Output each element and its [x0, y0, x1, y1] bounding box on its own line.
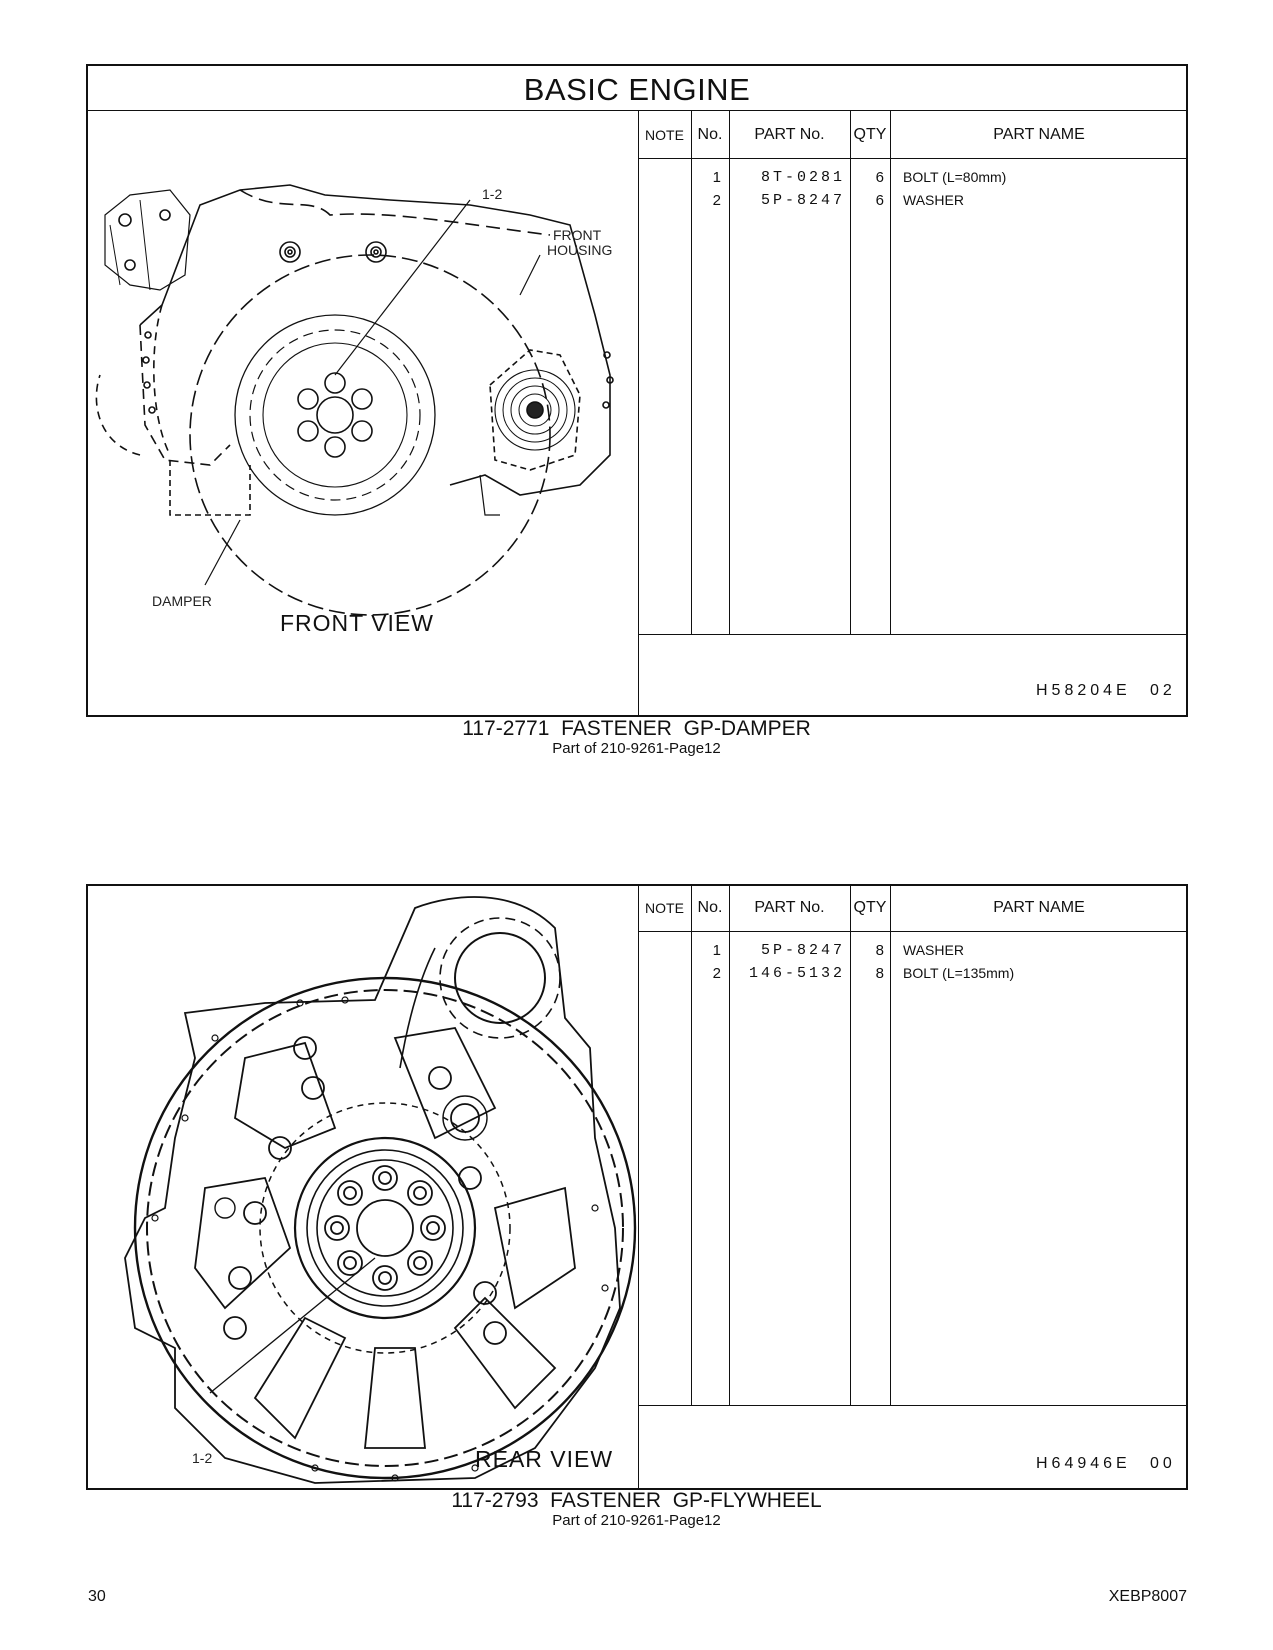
group-caption: 117-2793 FASTENER GP-FLYWHEEL	[451, 1489, 822, 1512]
table-bottom-divider	[638, 634, 1187, 635]
row-no: 1	[712, 942, 721, 959]
row-qty: 6	[875, 169, 884, 186]
view-label: FRONT VIEW	[280, 610, 434, 636]
view-label: REAR VIEW	[475, 1446, 614, 1472]
callout-front-housing-line2: HOUSING	[547, 242, 613, 258]
callout-item-ref: 1-2	[192, 1450, 213, 1466]
row-no: 2	[712, 192, 721, 209]
table-row: 2 146-5132 8 BOLT (L=135mm)	[638, 962, 1188, 985]
row-part-name: WASHER	[903, 942, 964, 958]
callout-damper: DAMPER	[152, 593, 212, 609]
row-no: 1	[712, 169, 721, 186]
header-qty: QTY	[853, 126, 887, 143]
group-caption: 117-2771 FASTENER GP-DAMPER	[462, 717, 811, 740]
page-title: BASIC ENGINE	[523, 72, 751, 107]
header-divider	[638, 931, 1187, 932]
callout-front-housing: FRONT	[553, 227, 602, 243]
parts-table-header: NOTE No. PART No. QTY PART NAME	[638, 112, 1188, 158]
table-left-border	[638, 111, 639, 716]
drawing-revision: 00	[1150, 1455, 1176, 1472]
header-note: NOTE	[645, 900, 684, 916]
header-note: NOTE	[645, 127, 684, 143]
col-divider-note	[691, 111, 692, 634]
drawing-code: H58204E	[1036, 682, 1131, 699]
row-part-no: 146-5132	[748, 965, 845, 982]
row-qty: 8	[875, 965, 884, 982]
row-qty: 6	[875, 192, 884, 209]
header-qty: QTY	[853, 899, 887, 916]
row-part-no: 5P-8247	[760, 192, 845, 209]
header-part-name: PART NAME	[993, 126, 1085, 143]
col-divider-partno	[850, 111, 851, 634]
col-divider-no	[729, 111, 730, 634]
rear-view-panel	[86, 884, 1188, 1490]
row-part-name: BOLT (L=80mm)	[903, 169, 1007, 185]
header-part-name: PART NAME	[993, 899, 1085, 916]
row-part-no: 8T-0281	[760, 169, 845, 186]
header-no: No.	[697, 899, 723, 916]
col-divider-qty	[890, 885, 891, 1405]
table-row: 1 8T-0281 6 BOLT (L=80mm)	[638, 166, 1188, 189]
header-part-no: PART No.	[754, 899, 825, 916]
table-bottom-divider	[638, 1405, 1187, 1406]
table-row: 2 5P-8247 6 WASHER	[638, 189, 1188, 212]
drawing-revision: 02	[1150, 682, 1176, 699]
group-subcaption: Part of 210-9261-Page12	[552, 740, 721, 757]
rear-view-drawing	[124, 896, 637, 1484]
header-divider	[638, 158, 1187, 159]
group-subcaption: Part of 210-9261-Page12	[552, 1512, 721, 1529]
header-no: No.	[697, 126, 723, 143]
header-part-no: PART No.	[754, 126, 825, 143]
table-left-border	[638, 885, 639, 1489]
col-divider-note	[691, 885, 692, 1405]
col-divider-partno	[850, 885, 851, 1405]
callout-item-ref: 1-2	[482, 186, 503, 202]
table-row: 1 5P-8247 8 WASHER	[638, 939, 1188, 962]
col-divider-no	[729, 885, 730, 1405]
document-code: XEBP8007	[1108, 1588, 1187, 1605]
row-part-name: BOLT (L=135mm)	[903, 965, 1015, 981]
drawing-code: H64946E	[1036, 1455, 1131, 1472]
parts-table-header: NOTE No. PART No. QTY PART NAME	[638, 885, 1188, 931]
row-qty: 8	[875, 942, 884, 959]
row-part-name: WASHER	[903, 192, 964, 208]
title-divider	[87, 110, 1187, 111]
front-view-drawing	[95, 184, 614, 616]
page-number: 30	[88, 1588, 106, 1605]
col-divider-qty	[890, 111, 891, 634]
front-view-panel	[86, 64, 1188, 717]
row-part-no: 5P-8247	[760, 942, 845, 959]
row-no: 2	[712, 965, 721, 982]
